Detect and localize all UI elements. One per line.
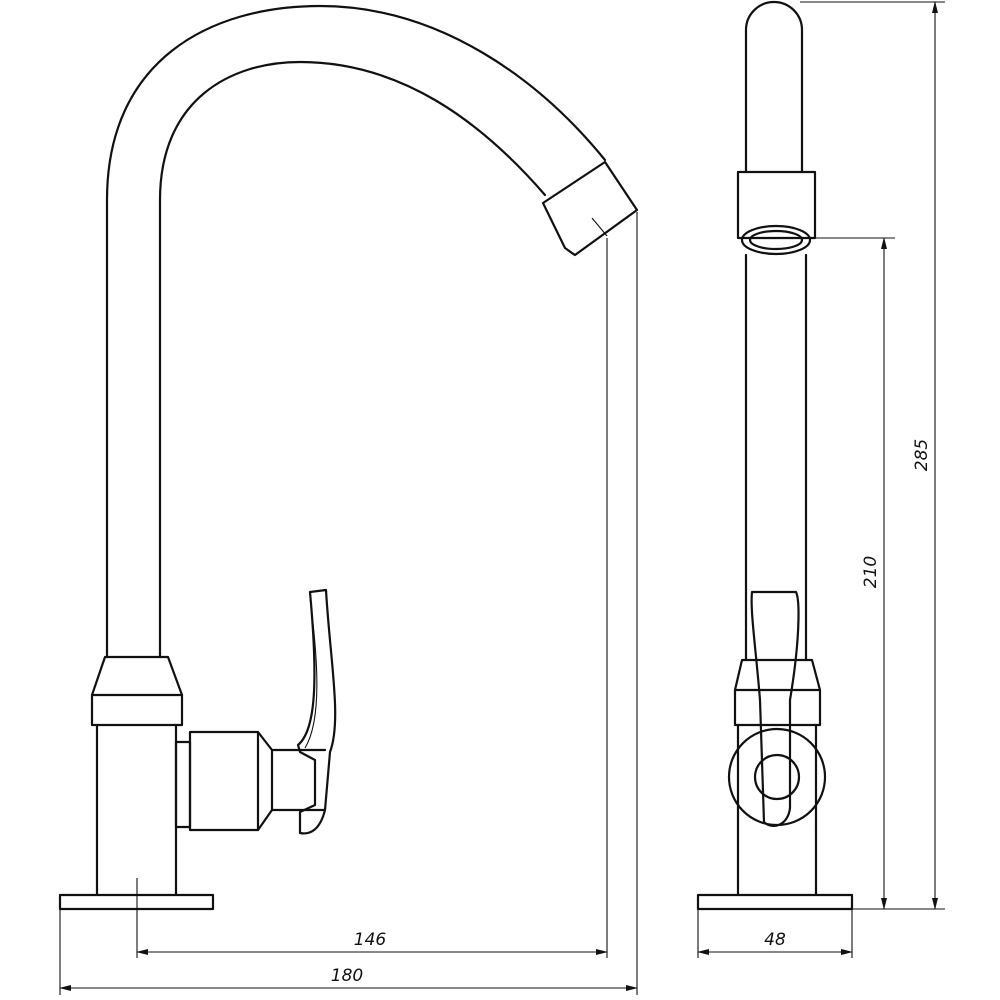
front-view — [58, 4, 639, 958]
side-valve-disc — [727, 727, 827, 827]
body-column — [95, 723, 178, 897]
valve-housing — [174, 740, 192, 829]
dim-label-146: 146 — [354, 930, 387, 950]
dimension-lines: 146 180 48 210 285 — [59, 1, 945, 995]
side-handle — [750, 590, 800, 827]
aerator — [541, 160, 639, 257]
side-view — [696, 0, 854, 911]
side-aerator — [736, 170, 817, 240]
side-collar — [733, 658, 822, 727]
dim-label-285: 285 — [912, 439, 932, 471]
spout-tube-outer — [105, 4, 607, 659]
side-column — [744, 253, 808, 662]
base-plate-side — [696, 893, 854, 911]
dim-label-180: 180 — [331, 966, 363, 986]
collar-top — [90, 655, 184, 727]
dim-label-210: 210 — [861, 556, 881, 588]
handle-lever — [296, 588, 337, 835]
side-spout-tube — [744, 0, 804, 174]
spout-tube-inner — [158, 60, 547, 659]
dim-label-48: 48 — [764, 930, 786, 950]
